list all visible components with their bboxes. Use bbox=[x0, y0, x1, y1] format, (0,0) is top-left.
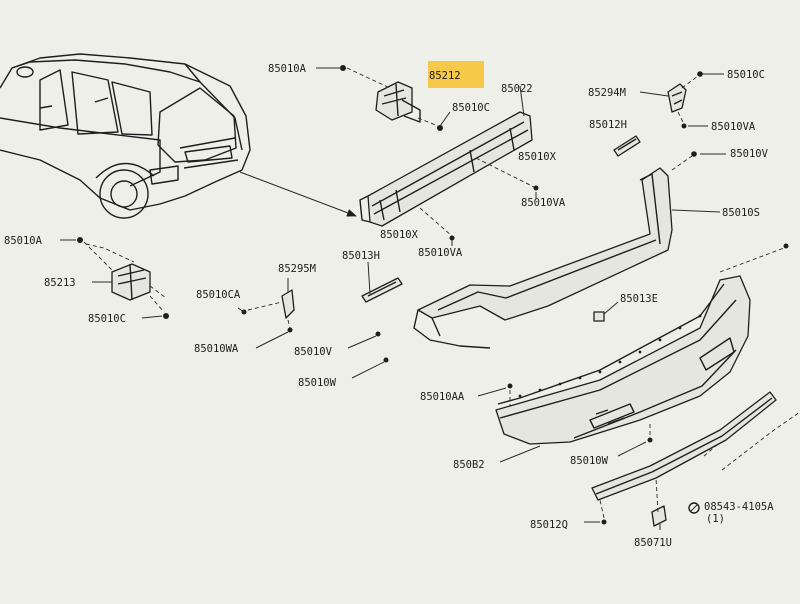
part-highlight bbox=[428, 61, 484, 88]
callout-85010c-right: 85010C bbox=[727, 69, 765, 81]
callout-85010a-left: 85010A bbox=[4, 235, 43, 247]
callout-85010x-upper: 85010X bbox=[518, 151, 557, 163]
callout-labels: 85010A 85212 85010C 85022 85294M 85010C … bbox=[4, 63, 774, 549]
callout-85010ca: 85010CA bbox=[196, 289, 241, 301]
callout-85012h: 85012H bbox=[589, 119, 627, 131]
part-85013e-clip bbox=[593, 311, 605, 322]
part-85294m-bracket bbox=[667, 83, 687, 113]
callout-85010va-lower: 85010VA bbox=[418, 247, 463, 259]
callout-850b2: 850B2 bbox=[453, 459, 485, 471]
callout-85013e: 85013E bbox=[620, 293, 658, 305]
callout-85010va-right: 85010VA bbox=[711, 121, 756, 133]
part-85022-reinforcement bbox=[359, 111, 533, 227]
part-850b2-bumper-fascia bbox=[495, 275, 751, 445]
dot-trail-upper bbox=[518, 314, 702, 398]
part-85213-side-bracket bbox=[111, 263, 151, 301]
part-85012h-reflector bbox=[613, 135, 641, 157]
callout-85010wa: 85010WA bbox=[194, 343, 239, 355]
callout-85071u: 85071U bbox=[634, 537, 672, 549]
callout-quantity: (1) bbox=[706, 513, 725, 525]
callout-85010w-left: 85010W bbox=[298, 377, 337, 389]
callout-85010v-right: 85010V bbox=[730, 148, 769, 160]
part-85013h-bracket bbox=[361, 277, 403, 303]
part-85212-bracket bbox=[375, 81, 421, 123]
callout-85010a-top: 85010A bbox=[268, 63, 307, 75]
callout-85294m: 85294M bbox=[588, 87, 626, 99]
vehicle-illustration bbox=[0, 53, 251, 219]
part-85071u-clip bbox=[651, 505, 667, 527]
callout-08543-4105a: 08543-4105A bbox=[704, 501, 774, 513]
callout-85012q: 85012Q bbox=[530, 519, 568, 531]
part-85012q-lower-molding bbox=[591, 391, 777, 501]
view-arrow bbox=[239, 171, 357, 217]
callout-85022: 85022 bbox=[501, 83, 533, 95]
part-85295m-bracket bbox=[281, 289, 295, 319]
callout-85010v-mid: 85010V bbox=[294, 346, 333, 358]
screw-icon bbox=[688, 502, 700, 514]
nut-85010c-top bbox=[437, 125, 443, 131]
callout-85212: 85212 bbox=[429, 70, 461, 82]
callout-85295m: 85295M bbox=[278, 263, 316, 275]
callout-85010c-left: 85010C bbox=[88, 313, 126, 325]
callout-85213: 85213 bbox=[44, 277, 76, 289]
bolt-85010a-top bbox=[340, 65, 346, 71]
callout-85010aa: 85010AA bbox=[420, 391, 465, 403]
callout-85010w-bottom: 85010W bbox=[570, 455, 609, 467]
leader-lines bbox=[60, 67, 726, 530]
callout-85010x-lower: 85010X bbox=[380, 229, 419, 241]
callout-85010va-upper: 85010VA bbox=[521, 197, 566, 209]
part-85010s-upper-fascia bbox=[413, 167, 673, 349]
callout-85010c-top: 85010C bbox=[452, 102, 490, 114]
callout-85013h: 85013H bbox=[342, 250, 380, 262]
callout-85010s: 85010S bbox=[722, 207, 760, 219]
